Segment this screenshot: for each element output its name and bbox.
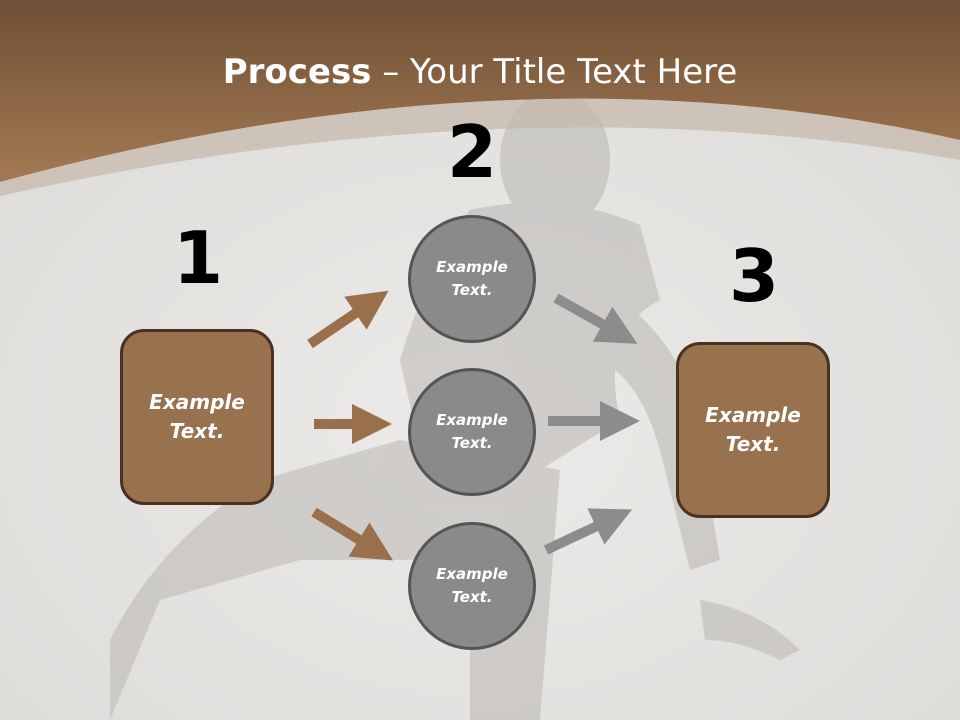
process-circle-2-text: Example Text.	[436, 409, 508, 456]
process-circle-2: Example Text.	[408, 368, 536, 496]
process-circle-2-line2: Text.	[451, 434, 493, 452]
step-box-1-line1: Example	[149, 390, 245, 414]
process-circle-3-text: Example Text.	[436, 563, 508, 610]
arrow-circle3-box3	[543, 508, 633, 555]
process-circle-3-line1: Example	[436, 564, 508, 583]
step-box-3: Example Text.	[676, 342, 830, 518]
process-circle-3: Example Text.	[408, 522, 536, 650]
title-rest: – Your Title Text Here	[371, 52, 738, 92]
slide-title: Process – Your Title Text Here	[0, 52, 960, 92]
step-box-3-line1: Example	[705, 403, 801, 427]
process-circle-1-line1: Example	[436, 257, 508, 276]
step-box-1-line2: Text.	[169, 419, 225, 443]
process-circle-3-line2: Text.	[451, 588, 493, 606]
step-box-1-text: Example Text.	[149, 388, 245, 446]
process-circle-1-line2: Text.	[451, 281, 493, 299]
step-number-2: 2	[446, 110, 498, 194]
arrow-circle1-box3	[553, 293, 638, 344]
arrow-box1-circle3	[311, 507, 394, 561]
step-box-3-text: Example Text.	[705, 401, 801, 459]
header-arc	[0, 98, 960, 196]
process-circle-2-line1: Example	[436, 410, 508, 429]
step-number-1: 1	[172, 216, 224, 300]
arrow-box1-circle1	[307, 290, 389, 349]
process-circle-1: Example Text.	[408, 215, 536, 343]
process-circle-1-text: Example Text.	[436, 256, 508, 303]
header-band	[0, 0, 960, 182]
step-number-3: 3	[728, 234, 780, 318]
title-bold: Process	[222, 52, 372, 92]
step-box-1: Example Text.	[120, 329, 274, 505]
step-box-3-line2: Text.	[725, 432, 781, 456]
